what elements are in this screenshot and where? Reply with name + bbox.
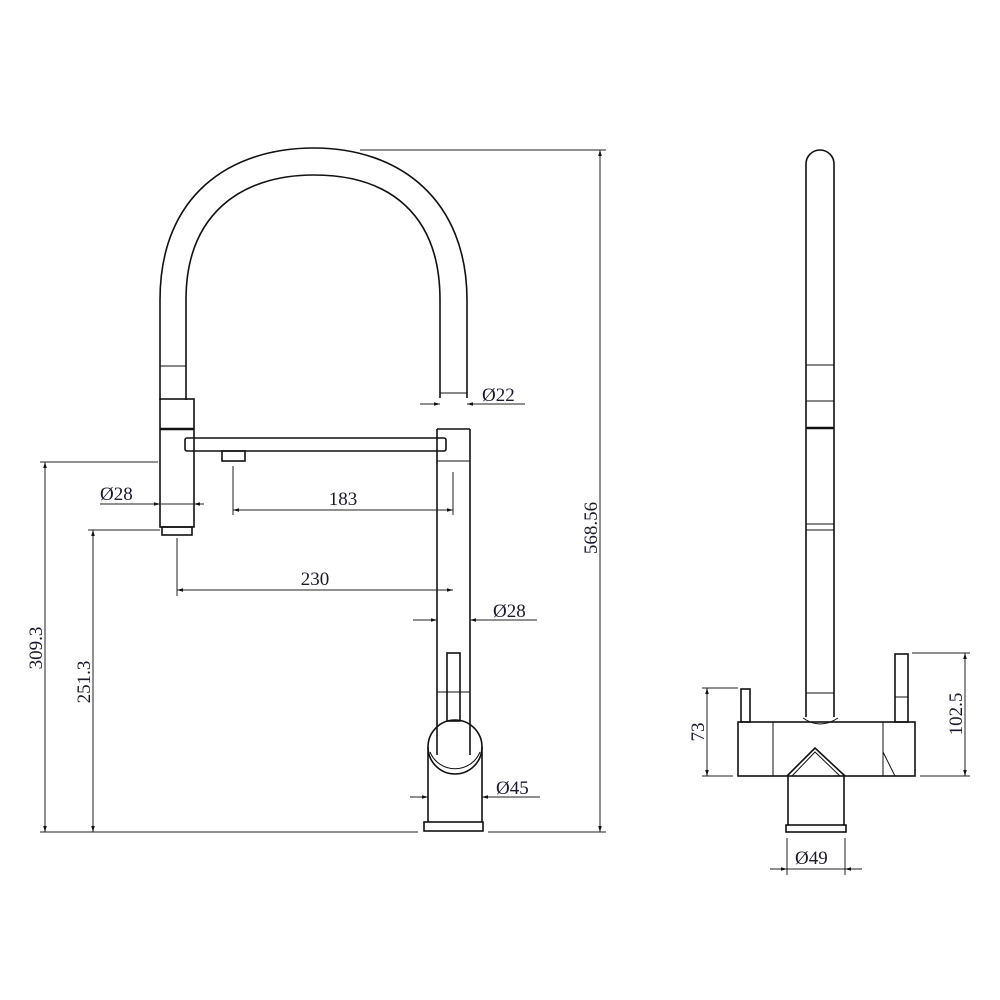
spray-head-tip bbox=[161, 526, 193, 536]
arch-hose-inner bbox=[185, 174, 441, 400]
handle-hub bbox=[427, 719, 483, 775]
spout-height-label: 309.3 bbox=[26, 627, 47, 670]
lever-handle bbox=[446, 652, 461, 722]
hose-diameter-label: Ø22 bbox=[482, 385, 515, 406]
body-diameter-label: Ø28 bbox=[493, 601, 526, 622]
base-flange bbox=[423, 821, 484, 832]
reach-inner-label: 183 bbox=[329, 489, 358, 510]
side-right-lever bbox=[894, 653, 909, 723]
head-diameter-label: Ø28 bbox=[100, 484, 133, 505]
outlet-height-label: 251.3 bbox=[74, 661, 95, 704]
side-base-flange bbox=[785, 824, 847, 833]
spray-head bbox=[159, 398, 195, 528]
side-v-notch-inner bbox=[791, 751, 841, 777]
front-dimensions: 568.56 309.3 251.3 Ø28 183 230 Ø28 Ø22 Ø… bbox=[26, 149, 606, 833]
holder-nozzle bbox=[221, 450, 246, 462]
side-tube-collar bbox=[802, 717, 839, 725]
handle-diameter-label: Ø45 bbox=[496, 778, 529, 799]
handle-hub-shadow bbox=[429, 751, 481, 770]
front-view bbox=[159, 147, 484, 832]
side-v-notch bbox=[786, 746, 846, 777]
arch-hose-outer bbox=[159, 147, 468, 400]
base-diameter-label: Ø49 bbox=[795, 848, 828, 869]
total-height-label: 568.56 bbox=[581, 502, 602, 554]
right-lever-height-label: 102.5 bbox=[946, 693, 967, 736]
left-lever-height-label: 73 bbox=[688, 723, 709, 742]
side-dimensions: 73 102.5 Ø49 bbox=[688, 652, 970, 875]
spout-holder-arm bbox=[184, 437, 447, 452]
side-spout-tube bbox=[805, 149, 835, 717]
side-left-lever bbox=[740, 688, 751, 723]
reach-outer-label: 230 bbox=[301, 569, 330, 590]
side-view bbox=[737, 149, 916, 833]
side-lever-edge bbox=[882, 751, 896, 777]
side-body bbox=[737, 721, 916, 777]
